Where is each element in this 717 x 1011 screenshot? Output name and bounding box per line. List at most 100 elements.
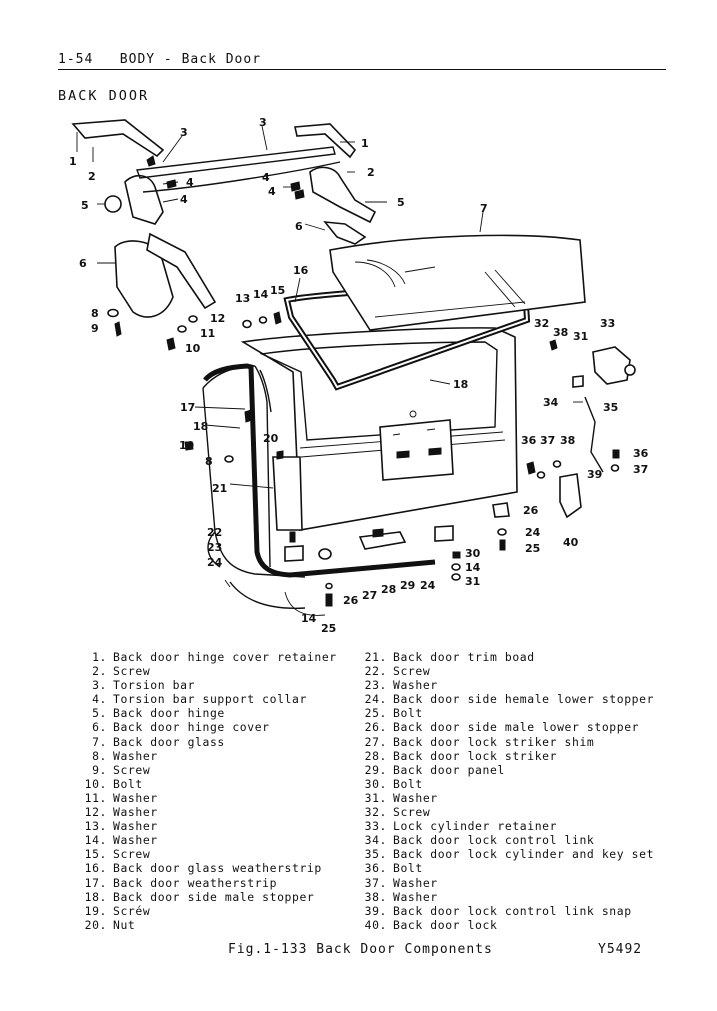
- legend-item-label: Screw: [113, 762, 151, 777]
- callout-36: 36: [521, 434, 537, 447]
- legend-item-label: Torsion bar: [113, 678, 196, 693]
- legend-item-number: 36.: [364, 861, 387, 876]
- callout-10: 10: [185, 342, 201, 355]
- callout-37: 37: [633, 463, 648, 476]
- legend-item-number: 7.: [92, 734, 107, 749]
- legend-item-label: Lock cylinder retainer: [393, 819, 558, 834]
- callout-5: 5: [81, 199, 89, 212]
- callout-29: 29: [400, 579, 415, 592]
- legend-item-number: 35.: [364, 847, 387, 862]
- legend-item-label: Screw: [393, 805, 431, 820]
- callout-6: 6: [295, 220, 303, 233]
- legend-item: 8.Washer: [80, 749, 355, 763]
- callout-8: 8: [205, 455, 213, 468]
- legend-item-number: 30.: [364, 776, 387, 791]
- callout-8: 8: [91, 307, 99, 320]
- legend-item-label: Back door side male stopper: [113, 889, 315, 904]
- legend-item-number: 27.: [364, 734, 387, 749]
- lower-parts: [284, 525, 461, 607]
- legend-item-number: 39.: [364, 903, 387, 918]
- legend-item: 24.Back door side hemale lower stopper: [360, 692, 660, 706]
- page-heading: BODY - Back Door: [119, 52, 262, 67]
- legend-item-label: Back door panel: [393, 762, 505, 777]
- callout-19: 19: [179, 439, 194, 452]
- legend-item: 11.Washer: [80, 791, 355, 805]
- legend-item-label: Bolt: [393, 861, 423, 876]
- back-door-glass: [329, 234, 586, 331]
- figure-caption: Fig.1-133 Back Door Components: [228, 942, 493, 957]
- legend-item-label: Back door lock cylinder and key set: [393, 847, 655, 862]
- callout-7: 7: [480, 202, 488, 215]
- legend-item: 36. Bolt: [360, 861, 660, 875]
- callout-38: 38: [553, 326, 568, 339]
- legend-item: 2.Screw: [80, 664, 355, 678]
- callout-26: 26: [343, 594, 359, 607]
- legend-item-number: 19.: [84, 903, 107, 918]
- legend-item-number: 14.: [84, 833, 107, 848]
- legend-item: 26.Back door side male lower stopper: [360, 720, 660, 734]
- callout-23: 23: [207, 541, 222, 554]
- legend-item-number: 13.: [84, 819, 107, 834]
- legend-item-label: Washer: [393, 678, 438, 693]
- legend-item: 12.Washer: [80, 805, 355, 819]
- legend-item-label: Back door glass: [113, 734, 225, 749]
- callout-17: 17: [180, 401, 195, 414]
- legend-item: 33. Lock cylinder retainer: [360, 819, 660, 833]
- legend-item-label: Washer: [393, 889, 438, 904]
- legend-item-number: 3.: [92, 678, 107, 693]
- callout-2: 2: [367, 166, 375, 179]
- callout-40: 40: [563, 536, 579, 549]
- legend-item: 17. Back door weatherstrip: [80, 876, 355, 890]
- legend-item-label: Washer: [393, 875, 438, 890]
- legend-item-number: 4.: [92, 692, 107, 707]
- callout-39: 39: [587, 468, 602, 481]
- callout-34: 34: [543, 396, 559, 409]
- legend-item-label: Washer: [113, 819, 158, 834]
- callout-labels: 1 2 3 3 1 2 4 4 4 4 5 5 6 6 7 8 9 10 11 …: [69, 116, 649, 635]
- callout-24: 24: [420, 579, 436, 592]
- lock-parts: [492, 339, 636, 551]
- callout-3: 3: [180, 126, 188, 139]
- legend-item: 16.Back door glass weatherstrip: [80, 861, 355, 875]
- legend-item-number: 23.: [364, 678, 387, 693]
- legend-item-number: 6.: [92, 720, 107, 735]
- legend-item-number: 38.: [364, 889, 387, 904]
- callout-21: 21: [212, 482, 227, 495]
- legend-item-label: Back door lock: [393, 917, 498, 932]
- legend-item-label: Washer: [113, 790, 158, 805]
- callout-25: 25: [525, 542, 540, 555]
- legend-item-number: 20.: [84, 917, 107, 932]
- legend-item: 22.Screw: [360, 664, 660, 678]
- legend-item-number: 28.: [364, 748, 387, 763]
- legend-item-number: 24.: [364, 692, 387, 707]
- legend-item-number: 32.: [364, 805, 387, 820]
- legend-item-number: 37.: [364, 875, 387, 890]
- legend-item: 18.Back door side male stopper: [80, 890, 355, 904]
- legend-item: 20.Nut: [80, 918, 355, 932]
- callout-27: 27: [362, 589, 377, 602]
- legend-item-label: Bolt: [113, 776, 143, 791]
- legend-item-number: 29.: [364, 762, 387, 777]
- callout-37: 37: [540, 434, 555, 447]
- car-body-outline: [202, 365, 326, 616]
- section-title: BACK DOOR: [58, 88, 150, 104]
- legend-item-number: 17.: [84, 875, 107, 890]
- legend-item-label: Screw: [113, 664, 151, 679]
- legend-item: 9.Screw: [80, 763, 355, 777]
- legend-item-label: Back door weatherstrip: [113, 875, 278, 890]
- legend-item-number: 1.: [92, 650, 107, 664]
- callout-16: 16: [293, 264, 309, 277]
- legend-item-number: 21.: [364, 650, 387, 664]
- callout-4: 4: [262, 171, 270, 184]
- page-header: 1-54 BODY - Back Door: [58, 52, 666, 70]
- left-fasteners: [107, 308, 284, 463]
- callout-13: 13: [235, 292, 250, 305]
- legend-item-number: 33.: [364, 819, 387, 834]
- legend-item-label: Back door lock control link: [393, 833, 595, 848]
- legend-item-number: 34.: [364, 833, 387, 848]
- callout-18: 18: [193, 420, 208, 433]
- callout-35: 35: [603, 401, 618, 414]
- legend-item-label: Back door side male lower stopper: [393, 720, 640, 735]
